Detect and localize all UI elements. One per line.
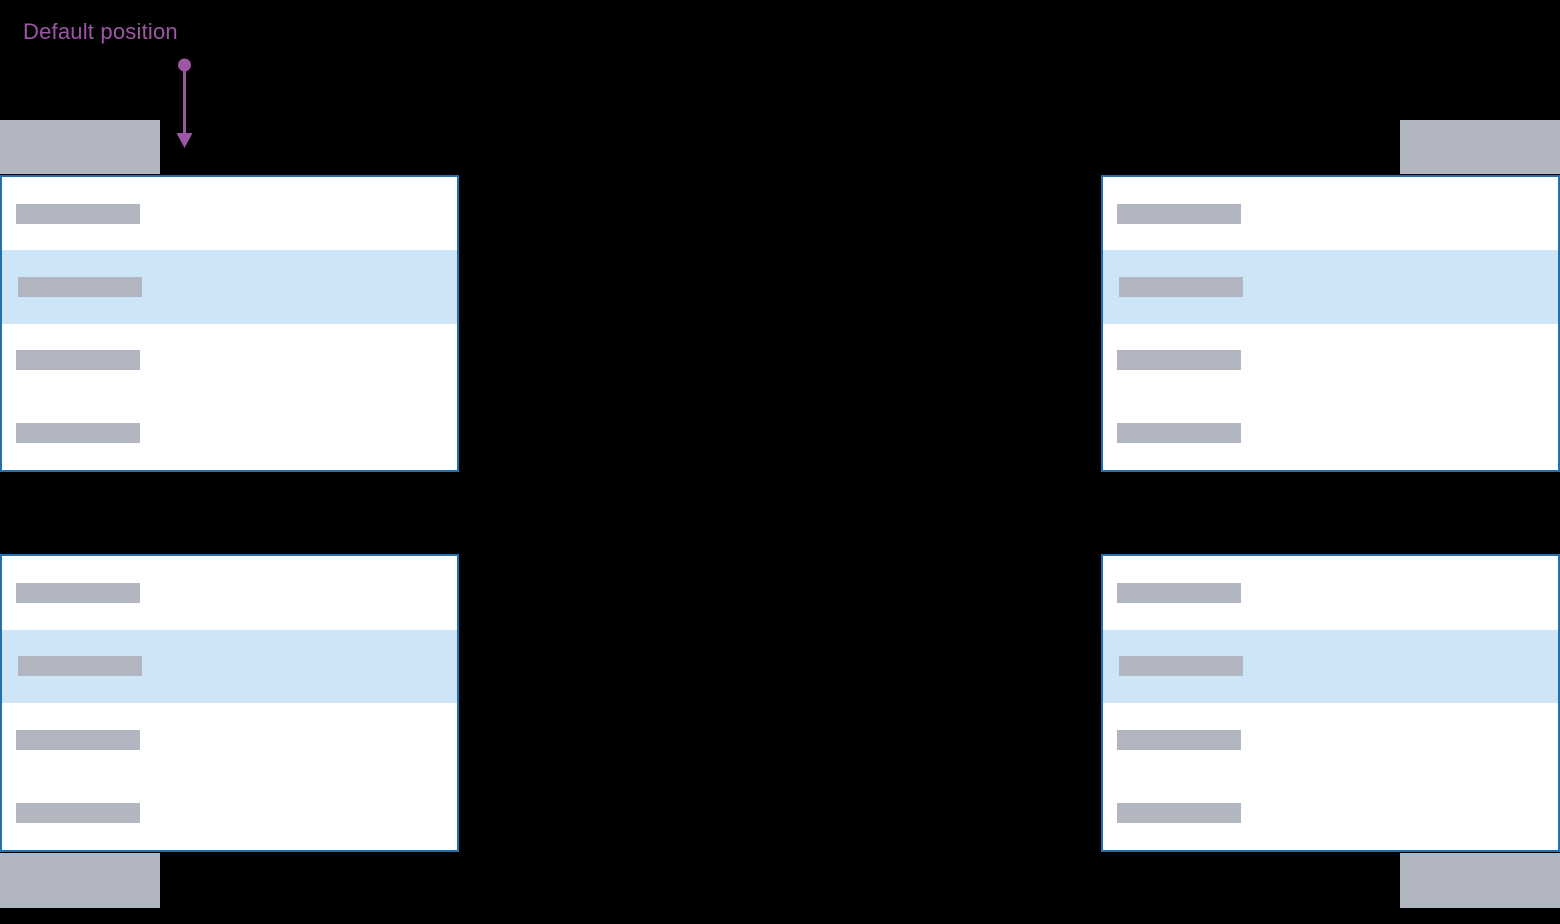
menu-item[interactable]	[2, 397, 457, 470]
menu-item-text-placeholder	[16, 350, 140, 371]
menu-item-text-placeholder	[1117, 350, 1241, 371]
menu-trigger-button[interactable]	[0, 120, 160, 174]
menu-item-text-placeholder	[1117, 729, 1241, 750]
menu-item-text-placeholder	[1119, 656, 1243, 677]
dropdown-menu	[0, 554, 459, 852]
menu-item-text-placeholder	[16, 803, 140, 824]
menu-item[interactable]	[1103, 777, 1558, 851]
menu-item[interactable]	[1103, 556, 1558, 630]
menu-trigger-button[interactable]	[1400, 120, 1560, 174]
menu-item-highlighted[interactable]	[2, 250, 457, 324]
menu-item-text-placeholder	[1117, 203, 1241, 224]
dropdown-menu	[0, 175, 459, 472]
menu-item-text-placeholder	[1117, 803, 1241, 824]
menu-item-text-placeholder	[1117, 582, 1241, 603]
menu-trigger-button[interactable]	[1400, 853, 1560, 908]
menu-item[interactable]	[1103, 177, 1558, 250]
menu-trigger-button[interactable]	[0, 853, 160, 908]
menu-item[interactable]	[1103, 703, 1558, 777]
menu-item-text-placeholder	[16, 423, 140, 444]
menu-item-text-placeholder	[1117, 423, 1241, 444]
menu-item-text-placeholder	[1119, 276, 1243, 297]
dropdown-menu	[1101, 554, 1560, 852]
dropdown-menu	[1101, 175, 1560, 472]
menu-item[interactable]	[2, 177, 457, 250]
menu-item[interactable]	[1103, 397, 1558, 470]
menu-item[interactable]	[2, 703, 457, 777]
menu-item-text-placeholder	[18, 656, 142, 677]
menu-item-text-placeholder	[16, 203, 140, 224]
menu-item[interactable]	[2, 324, 457, 397]
menu-item-text-placeholder	[16, 729, 140, 750]
arrow-down-icon	[176, 58, 193, 148]
menu-item-text-placeholder	[18, 276, 142, 297]
default-position-label: Default position	[23, 19, 178, 44]
menu-item[interactable]	[2, 777, 457, 851]
menu-item-highlighted[interactable]	[2, 629, 457, 703]
menu-item-highlighted[interactable]	[1103, 250, 1558, 324]
menu-item-highlighted[interactable]	[1103, 629, 1558, 703]
menu-item-text-placeholder	[16, 582, 140, 603]
menu-item[interactable]	[2, 556, 457, 630]
menu-item[interactable]	[1103, 324, 1558, 397]
